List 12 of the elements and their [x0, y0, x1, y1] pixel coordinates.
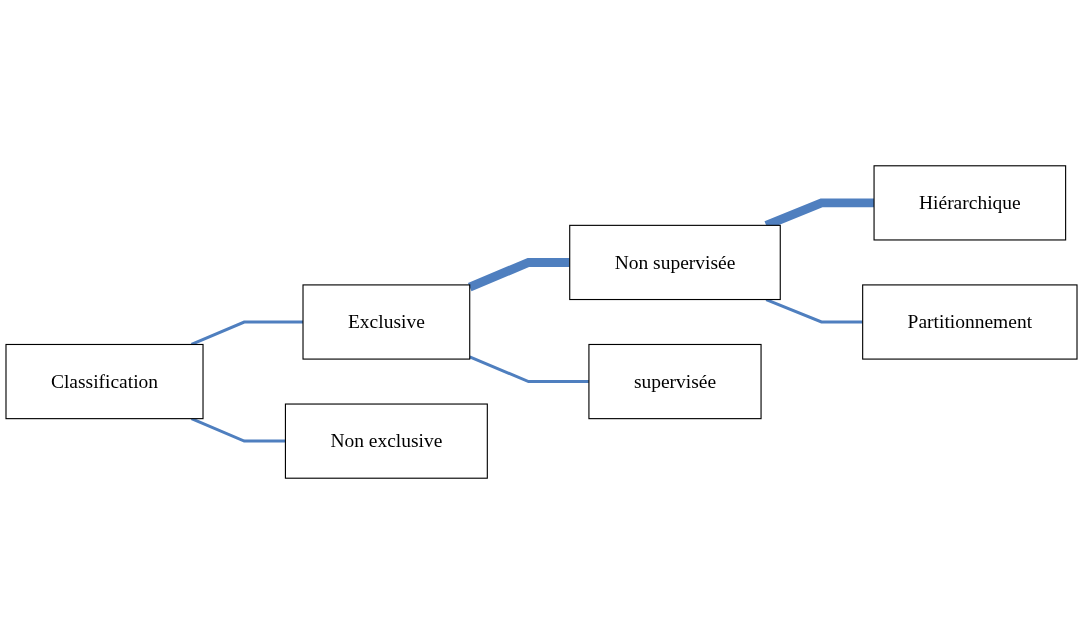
connector	[190, 417, 286, 443]
node-box: Exclusive	[302, 284, 471, 360]
connector	[469, 355, 589, 384]
node-box: Non supervisée	[569, 224, 781, 301]
node-box: Hiérarchique	[873, 165, 1067, 241]
node-box: Non exclusive	[284, 403, 488, 479]
node-box: supervisée	[588, 343, 762, 420]
node-box: Partitionnement	[862, 284, 1078, 360]
connector	[190, 320, 303, 346]
connector	[468, 257, 570, 292]
connector	[765, 298, 863, 324]
node-box: Classification	[5, 343, 204, 420]
